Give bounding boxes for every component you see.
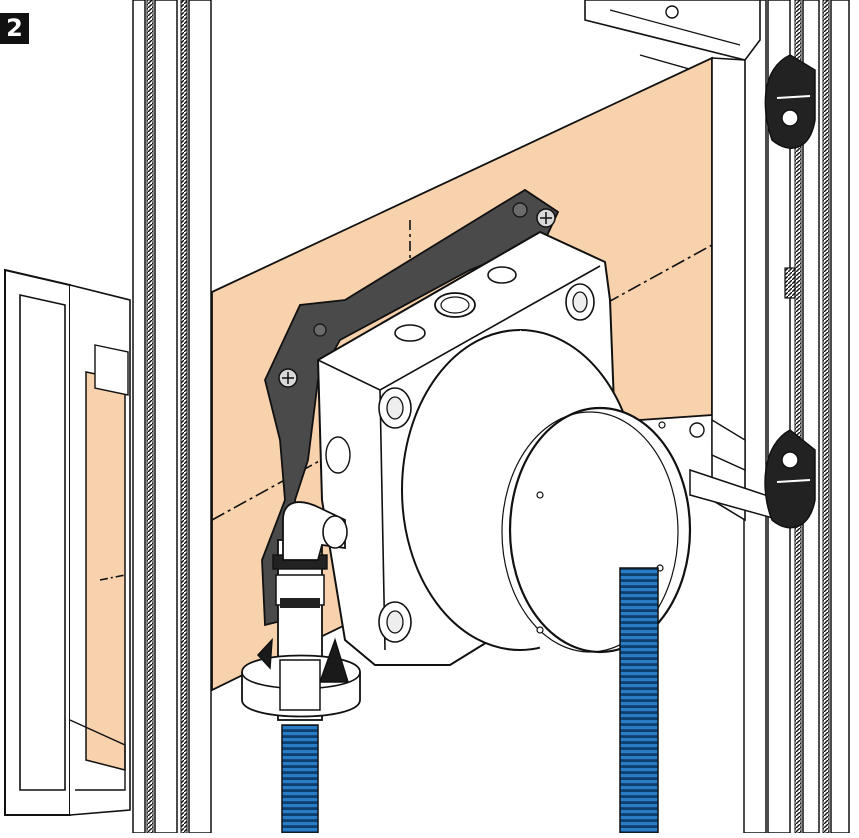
wing-clamps (764, 54, 816, 529)
supply-hose-right (619, 567, 659, 834)
supply-hose-left (281, 724, 319, 834)
left-board (85, 371, 126, 771)
tighten-rotation-arrow (241, 637, 361, 718)
right-side-plate (689, 57, 796, 522)
left-frame (4, 268, 131, 816)
step-number-badge: 2 (0, 13, 29, 44)
valve-cover-cylinder (401, 329, 692, 654)
top-right-bracket (584, 0, 761, 73)
